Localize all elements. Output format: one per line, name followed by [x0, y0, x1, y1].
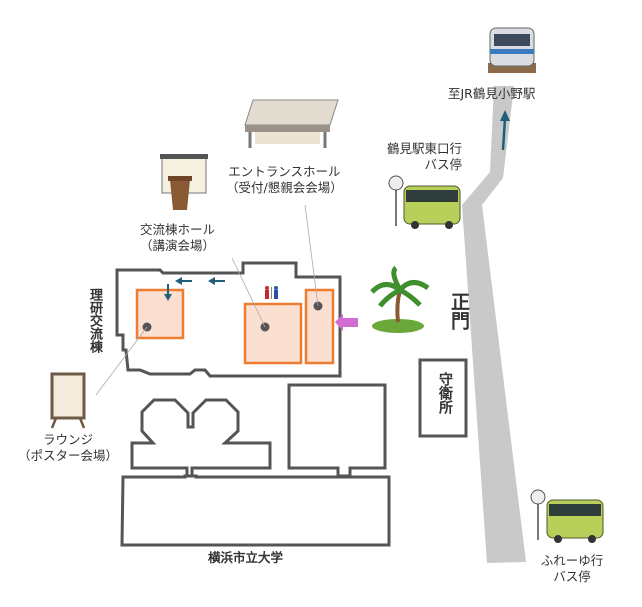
direction-arrow-icon: [500, 110, 510, 151]
entrance-hall-label: エントランスホール （受付/懇親会会場）: [226, 164, 343, 196]
palm-tree-icon: [370, 265, 430, 333]
exchange-hall-line2: （講演会場）: [140, 238, 216, 253]
flow-arrow-icon: [164, 277, 225, 301]
bus-icon: [530, 489, 604, 543]
restroom-icon: [265, 286, 278, 299]
bus-stop-fureyu-line2: バス停: [553, 569, 591, 584]
bus-stop-fureyu-line1: ふれーゆ行: [540, 553, 604, 568]
guard-house: [418, 358, 468, 438]
main-gate-label: 正門: [448, 292, 470, 330]
poster-board-icon: [50, 372, 86, 429]
lounge-label: ラウンジ （ポスター会場）: [18, 432, 118, 464]
station-label: 至JR鶴見小野駅: [448, 86, 536, 101]
road: [462, 86, 526, 563]
entrance-hall-line2: （受付/懇親会会場）: [226, 180, 343, 195]
bus-stop-tsurumi-label: 鶴見駅東口行 バス停: [372, 141, 462, 173]
entrance-arrow-icon: [335, 314, 358, 331]
bus-stop-tsurumi-line1: 鶴見駅東口行: [386, 141, 462, 156]
entrance-hall-room[interactable]: [304, 288, 335, 365]
guard-house-label: 守衛所: [437, 372, 453, 414]
lounge-line2: （ポスター会場）: [18, 448, 119, 463]
bus-stop-fureyu-label: ふれーゆ行 バス停: [536, 553, 608, 585]
lectern-screen-icon: [160, 154, 208, 210]
lounge-line1: ラウンジ: [43, 432, 94, 447]
yokohama-city-university-buildings: [120, 383, 391, 547]
bus-icon: [388, 175, 461, 229]
train-icon: [488, 27, 536, 73]
riken-building-outline: [115, 261, 342, 378]
exchange-hall-room[interactable]: [243, 302, 303, 365]
exchange-hall-line1: 交流棟ホール: [140, 222, 216, 237]
bus-stop-tsurumi-line2: バス停: [424, 157, 462, 172]
yokohama-city-university-label: 横浜市立大学: [208, 550, 284, 565]
reception-table-icon: [244, 99, 339, 148]
entrance-hall-line1: エントランスホール: [228, 164, 341, 179]
exchange-hall-label: 交流棟ホール （講演会場）: [140, 222, 215, 254]
riken-building-label: 理研交流棟: [87, 288, 102, 353]
